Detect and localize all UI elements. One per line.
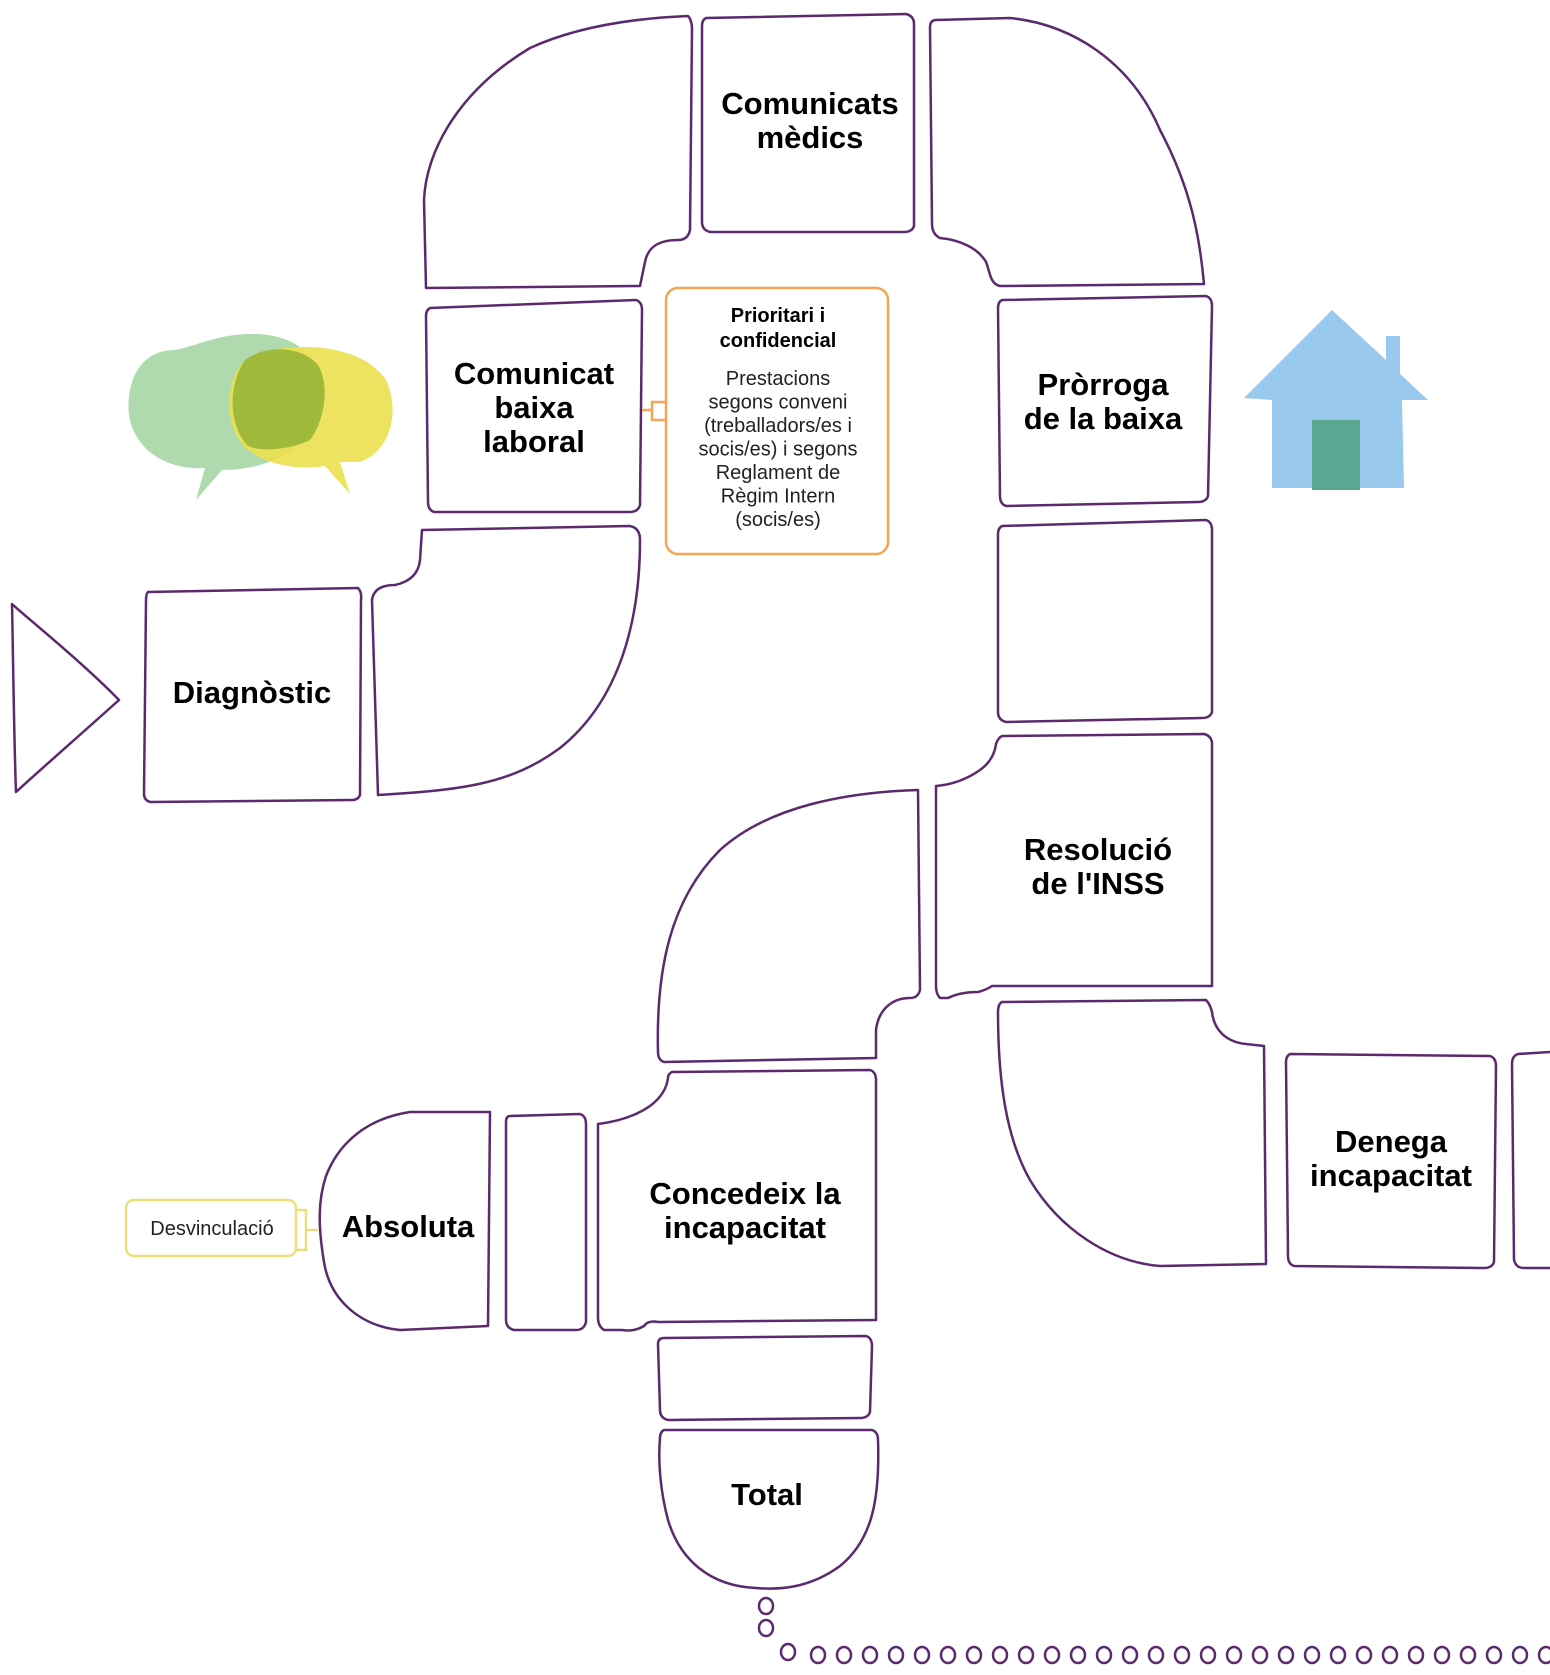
step-comunicat-baixa-tile	[424, 298, 644, 514]
trail-dot	[1095, 1645, 1113, 1665]
trail-dot	[1459, 1645, 1477, 1665]
trail-dot	[913, 1645, 931, 1665]
trail-dot	[887, 1645, 905, 1665]
trail-dot	[1303, 1645, 1321, 1665]
step-denega-label-1: Denega	[1335, 1124, 1448, 1159]
trail-dot	[939, 1645, 957, 1665]
step-diagnostic-tile	[142, 586, 363, 804]
step-concedeix-label-1: Concedeix la	[649, 1176, 841, 1211]
step-prorroga-tile	[996, 294, 1214, 508]
path-tile	[656, 788, 922, 1064]
trail-dot	[809, 1645, 827, 1665]
trail-dot	[1017, 1645, 1035, 1665]
trail-dot	[1407, 1645, 1425, 1665]
step-absoluta-label: Absoluta	[342, 1209, 475, 1244]
path-tile	[996, 998, 1268, 1268]
info-note-body-line: segons conveni	[709, 392, 848, 414]
trail-dot	[1147, 1645, 1165, 1665]
trail-dot	[1121, 1645, 1139, 1665]
trail-dot	[1173, 1645, 1191, 1665]
step-comunicats-medics-tile	[700, 12, 916, 234]
info-note-body-line: Reglament de	[716, 462, 841, 484]
trail-dot	[1251, 1645, 1269, 1665]
trail-dot	[1355, 1645, 1373, 1665]
step-comunicats-medics-label-1: Comunicats	[721, 86, 898, 121]
info-note-title-2: confidencial	[720, 330, 837, 352]
house-icon	[1244, 310, 1428, 490]
trail-dot	[1485, 1645, 1503, 1665]
trail-dot	[1069, 1645, 1087, 1665]
step-diagnostic-label: Diagnòstic	[173, 675, 331, 710]
step-denega-label-2: incapacitat	[1310, 1158, 1472, 1193]
trail-dot	[861, 1645, 879, 1665]
step-prorroga-label-2: de la baixa	[1024, 401, 1183, 436]
step-total-label: Total	[731, 1477, 803, 1512]
trail-dot	[965, 1645, 983, 1665]
step-comunicat-baixa-label-2: baixa	[494, 390, 574, 425]
speech-bubbles-icon	[128, 333, 393, 500]
step-resolucio-inss-label-2: de l'INSS	[1031, 866, 1164, 901]
trail-dot	[1043, 1645, 1061, 1665]
trail-dot	[1199, 1645, 1217, 1665]
step-denega-tile	[1284, 1052, 1498, 1270]
step-concedeix-tile	[596, 1068, 878, 1332]
step-total-tile	[658, 1428, 880, 1590]
dotted-trail	[757, 1596, 1550, 1665]
step-comunicat-baixa-label-1: Comunicat	[454, 356, 614, 391]
trail-dot	[835, 1645, 853, 1665]
path-tile	[928, 16, 1206, 288]
path-tile	[422, 14, 694, 290]
info-note-title-1: Prioritari i	[731, 305, 825, 327]
trail-dot	[1381, 1645, 1399, 1665]
path-tile	[996, 518, 1214, 724]
step-resolucio-inss-label-1: Resolució	[1024, 832, 1172, 867]
trail-dot	[1433, 1645, 1451, 1665]
info-note-bracket	[642, 400, 666, 422]
step-absoluta-tile	[318, 1110, 492, 1332]
trail-dot	[1511, 1645, 1529, 1665]
trail-dot	[779, 1642, 797, 1662]
start-arrow	[10, 602, 121, 794]
trail-dot	[757, 1618, 775, 1638]
desvinculacio-bracket	[296, 1208, 318, 1252]
path-tile	[504, 1112, 588, 1332]
step-concedeix-label-2: incapacitat	[664, 1210, 826, 1245]
trail-dot	[1537, 1645, 1550, 1665]
info-note-body-line: Règim Intern	[721, 486, 836, 508]
step-comunicats-medics-label-2: mèdics	[757, 120, 864, 155]
step-comunicat-baixa-label-3: laboral	[483, 424, 585, 459]
info-note-body-line: (treballadors/es i	[704, 415, 852, 437]
trail-dot	[757, 1596, 775, 1616]
path-tile	[1510, 1050, 1550, 1270]
step-prorroga-label-1: Pròrroga	[1038, 367, 1170, 402]
trail-dot	[1225, 1645, 1243, 1665]
desvinculacio-tag-text: Desvinculació	[150, 1218, 273, 1240]
path-tile	[656, 1334, 874, 1422]
info-note-body-line: socis/es) i segons	[699, 439, 858, 461]
step-resolucio-inss-tile	[934, 732, 1214, 1000]
trail-dot	[1277, 1645, 1295, 1665]
trail-dot	[1329, 1645, 1347, 1665]
path-tile	[370, 524, 642, 797]
trail-dot	[991, 1645, 1009, 1665]
info-note-body-line: Prestacions	[726, 368, 831, 390]
desvinculacio-tag-box	[124, 1198, 298, 1258]
info-note-body-line: (socis/es)	[735, 509, 821, 531]
